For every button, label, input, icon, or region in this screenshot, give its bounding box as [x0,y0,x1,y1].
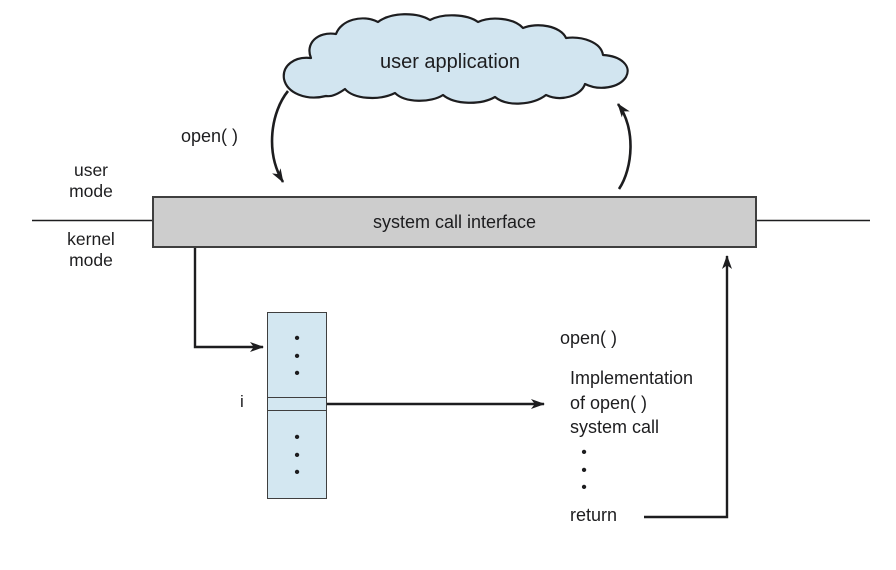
cloud-shape [282,13,629,105]
user-application-label: user application [379,51,521,73]
interface-to-table-arrow [193,248,264,352]
return-to-application-arrow [616,103,632,190]
implementation-label: Implementation of open( ) system call [570,368,694,437]
table-ellipsis-lower: • • • [294,429,300,481]
open-call-arrow [270,90,290,183]
system-call-interface-label: system call interface [372,211,537,232]
implementation-ellipsis: • • • [581,444,587,496]
user-application-cloud [282,13,629,105]
open-call-label: open( ) [181,126,239,146]
system-call-table [267,312,327,499]
table-ellipsis-upper: • • • [294,330,300,382]
open-implementation-header: open( ) [560,328,618,348]
kernel-mode-label: kernel mode [67,229,115,270]
system-call-table-row-i [267,397,327,411]
table-index-label: i [240,392,244,411]
user-mode-label: user mode [69,160,113,201]
implementation-return-arrow [644,255,732,519]
return-label: return [570,505,618,525]
system-call-interface-box: system call interface [152,196,757,248]
